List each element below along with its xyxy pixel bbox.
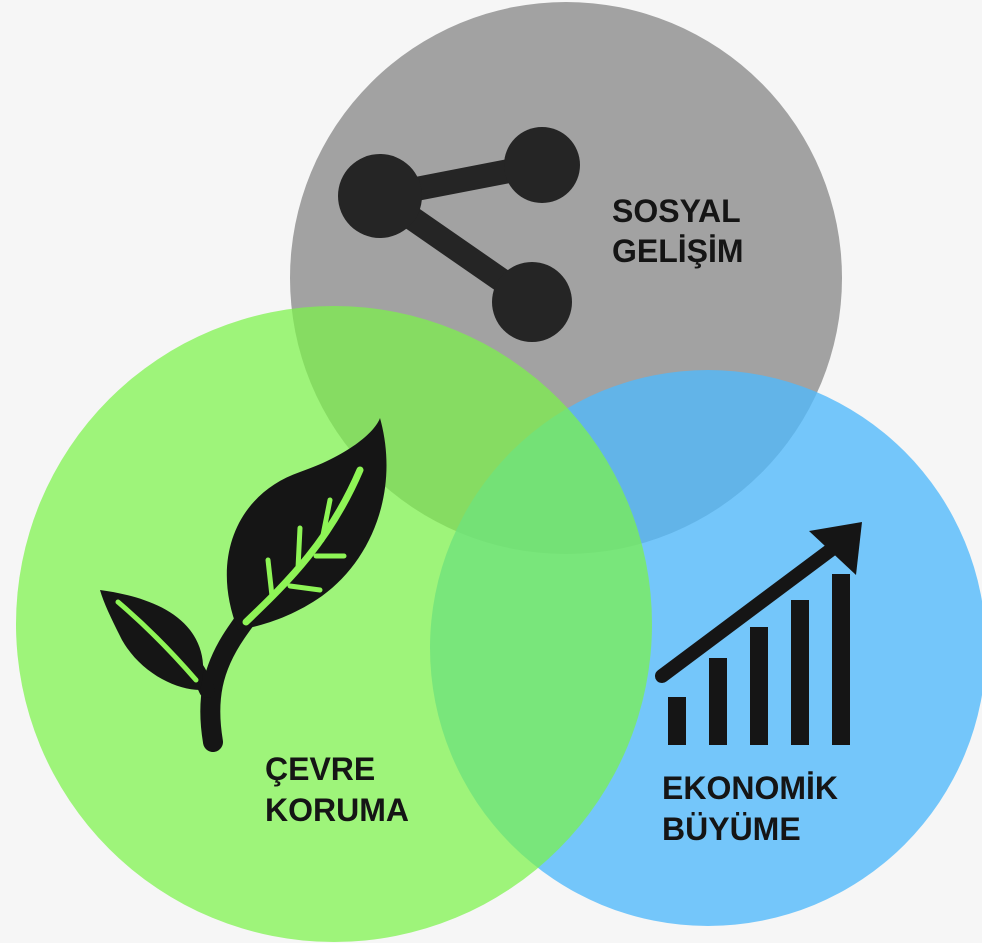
social-label-line-1: SOSYAL <box>612 193 741 229</box>
economy-label-line-1: EKONOMİK <box>662 770 838 806</box>
environment-label-line-1: ÇEVRE <box>265 751 375 787</box>
economy-label-line-2: BÜYÜME <box>662 811 801 847</box>
environmental-protection-label: ÇEVRE KORUMA <box>265 751 409 828</box>
environmental-protection-circle <box>16 306 652 942</box>
social-label-line-2: GELİŞİM <box>612 233 744 269</box>
leaf-sprout-icon <box>100 418 387 752</box>
social-development-label: SOSYAL GELİŞİM <box>612 193 744 269</box>
environment-label-line-2: KORUMA <box>265 792 409 828</box>
economic-growth-label: EKONOMİK BÜYÜME <box>662 770 838 847</box>
growth-chart-icon <box>655 522 862 745</box>
share-icon <box>338 127 580 342</box>
